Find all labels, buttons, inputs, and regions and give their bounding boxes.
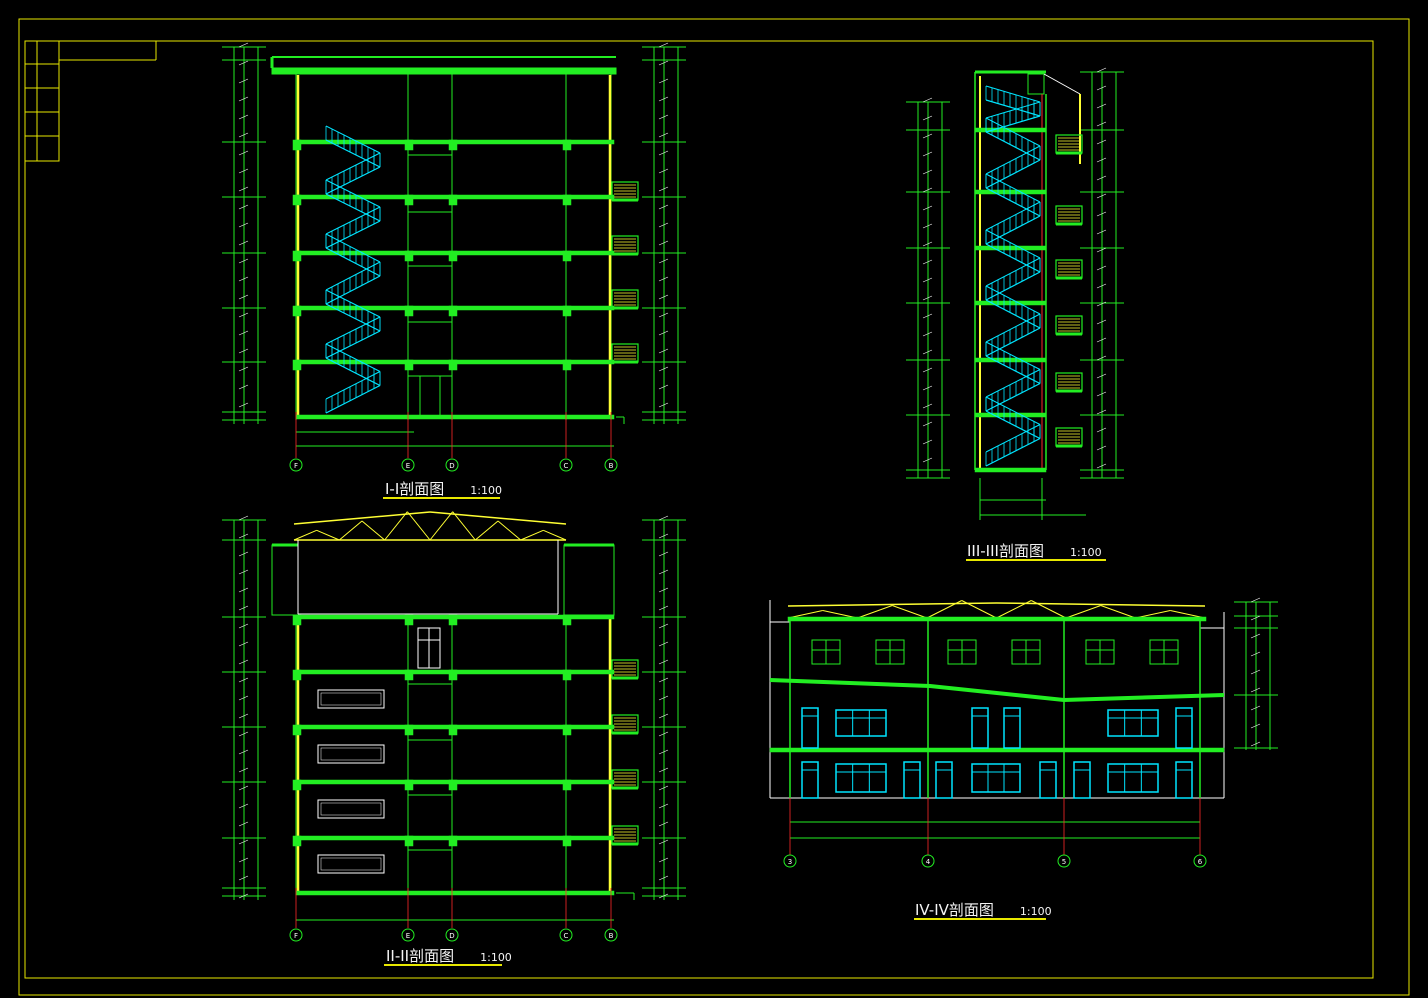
section-1-title: I-I剖面图 1:100 — [385, 478, 502, 499]
axis-label-E: E — [406, 462, 410, 470]
section-4-scale: 1:100 — [1019, 905, 1052, 918]
inner-frame — [24, 40, 1374, 979]
axis-bubble-B — [604, 458, 618, 472]
section-1-name: I-I剖面图 — [385, 480, 445, 498]
axis-bubble-C — [559, 458, 573, 472]
section-3-title: III-III剖面图 1:100 — [967, 540, 1102, 561]
axis-label-F: F — [294, 932, 298, 940]
axis-label-5: 5 — [1062, 858, 1066, 866]
section-4-name: IV-IV剖面图 — [915, 901, 994, 919]
axis-label-4: 4 — [926, 858, 931, 866]
axis-bubble-B — [604, 928, 618, 942]
section-1-scale: 1:100 — [470, 484, 502, 497]
section-2-scale: 1:100 — [480, 951, 512, 964]
section-4-underline — [914, 918, 1046, 920]
axis-bubble-C — [559, 928, 573, 942]
section-4-drawing: 3 4 5 6 — [769, 597, 1278, 868]
section-3-name: III-III剖面图 — [967, 542, 1044, 560]
section-3-underline — [966, 559, 1106, 561]
axis-bubble-F — [289, 928, 303, 942]
axis-bubble-D — [445, 458, 459, 472]
axis-bubble-6 — [1193, 854, 1207, 868]
section-3-scale: 1:100 — [1069, 546, 1102, 559]
section-3-drawing — [906, 67, 1124, 520]
axis-label-C: C — [564, 462, 569, 470]
axis-label-D: D — [449, 462, 454, 470]
axis-bubble-3 — [783, 854, 797, 868]
axis-bubble-D — [445, 928, 459, 942]
axis-label-C: C — [564, 932, 569, 940]
outer-frame — [18, 18, 1410, 996]
section-2-title: II-II剖面图 1:100 — [386, 945, 512, 966]
axis-label-F: F — [294, 462, 298, 470]
axis-bubble-5 — [1057, 854, 1071, 868]
axis-bubble-4 — [921, 854, 935, 868]
axis-label-D: D — [449, 932, 454, 940]
section-2-name: II-II剖面图 — [386, 947, 455, 965]
axis-label-3: 3 — [788, 858, 792, 866]
axis-bubble-E — [401, 928, 415, 942]
axis-bubble-E — [401, 458, 415, 472]
axis-label-B: B — [609, 932, 614, 940]
section-1-underline — [383, 497, 500, 499]
section-2-underline — [384, 964, 502, 966]
axis-label-6: 6 — [1198, 858, 1203, 866]
axis-label-E: E — [406, 932, 410, 940]
section-4-title: IV-IV剖面图 1:100 — [915, 899, 1052, 920]
axis-label-B: B — [609, 462, 614, 470]
title-block — [24, 40, 157, 162]
axis-bubble-F — [289, 458, 303, 472]
